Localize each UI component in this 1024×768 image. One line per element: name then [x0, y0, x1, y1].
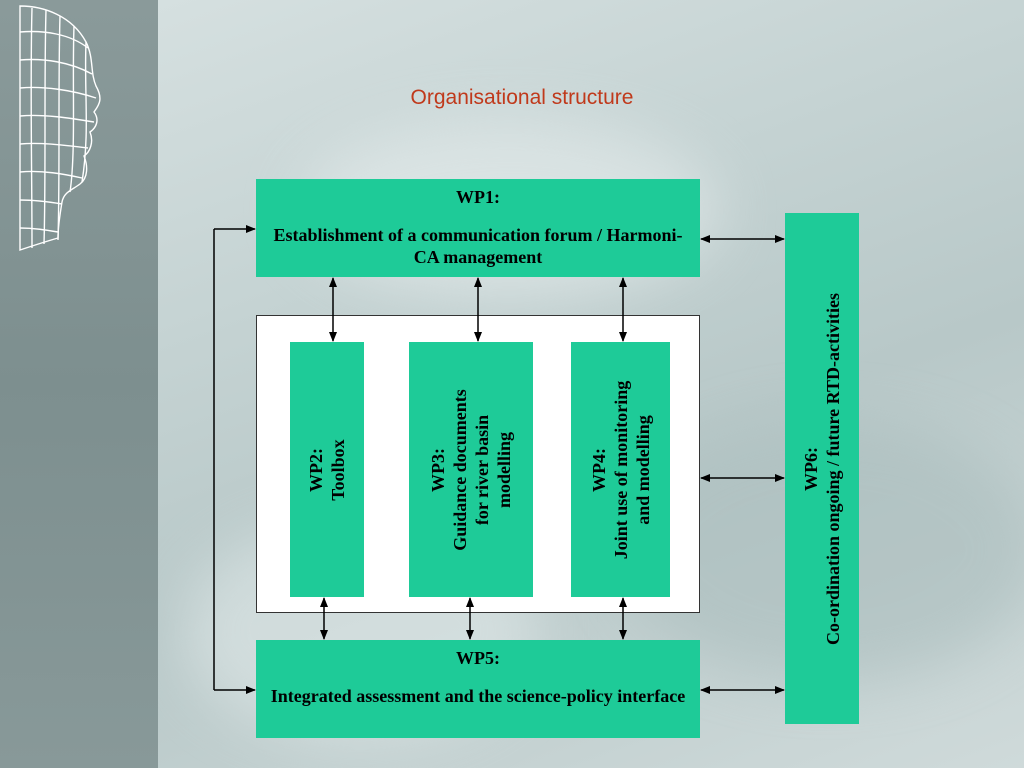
wp6-box: WP6: Co-ordination ongoing / future RTD-… — [785, 213, 859, 724]
wp1-description: Establishment of a communication forum /… — [273, 225, 683, 267]
wp4-box: WP4: Joint use of monitoring and modelli… — [571, 342, 670, 597]
page-title: Organisational structure — [410, 86, 634, 109]
wp2-box: WP2: Toolbox — [290, 342, 364, 597]
wp3-box: WP3: Guidance documents for river basin … — [409, 342, 533, 597]
wp1-box: WP1: Establishment of a communication fo… — [256, 179, 700, 277]
left-band — [0, 0, 158, 768]
wp5-heading: WP5: — [456, 648, 500, 668]
wp5-description: Integrated assessment and the science-po… — [270, 686, 686, 706]
wp1-heading: WP1: — [456, 187, 500, 207]
wireframe-face-logo-icon — [19, 5, 101, 251]
wp5-box: WP5: Integrated assessment and the scien… — [256, 640, 700, 738]
